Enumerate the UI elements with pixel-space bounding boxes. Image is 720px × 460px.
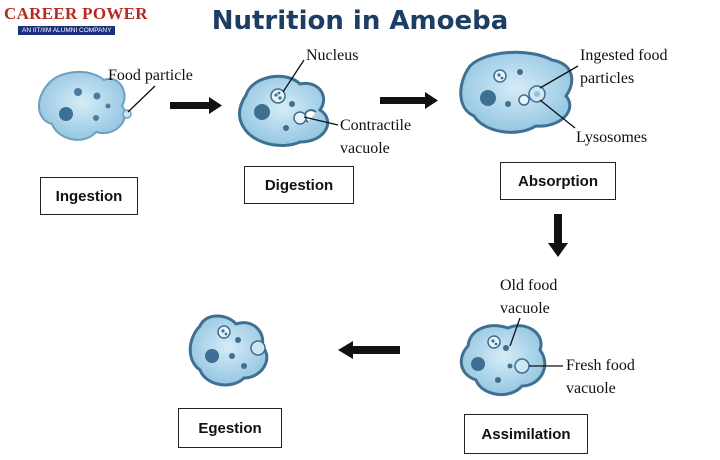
contractile-vacuole-shape (293, 111, 307, 125)
stage-absorption: Absorption (500, 162, 616, 200)
food-particle-dot (122, 109, 132, 119)
nucleus-pointer (282, 59, 305, 93)
assimilation-cell (459, 324, 547, 396)
egestion-cell (188, 314, 269, 387)
old-food-vacuole-pointer (509, 317, 521, 347)
label-old-food-vacuole-line1: Old food (500, 277, 558, 294)
stage-assimilation: Assimilation (464, 414, 588, 454)
label-contractile-vacuole: Contractile vacuole (340, 114, 411, 160)
contractile-vacuole-pointer (303, 116, 339, 126)
label-ingested-food-line2: particles (580, 70, 635, 87)
label-contractile-vacuole-line2: vacuole (340, 140, 390, 157)
label-fresh-food-vacuole-line2: vacuole (566, 380, 616, 397)
label-fresh-food-vacuole-line1: Fresh food (566, 357, 635, 374)
label-ingested-food: Ingested food particles (580, 44, 668, 90)
page-title: Nutrition in Amoeba (211, 6, 509, 36)
brand-logo: CAREER POWER AN IIT/IIM ALUMNI COMPANY (4, 4, 154, 38)
arrow-digestion-to-absorption (380, 92, 438, 109)
arrow-absorption-to-assimilation (548, 214, 568, 257)
label-nucleus: Nucleus (306, 47, 359, 64)
brand-name: CAREER POWER (4, 4, 148, 23)
label-contractile-vacuole-line1: Contractile (340, 117, 412, 134)
food-particle-pointer (127, 85, 156, 113)
digestion-cell (238, 74, 330, 147)
absorption-cell (459, 50, 574, 134)
egested-food-shape (250, 340, 266, 356)
arrow-ingestion-to-digestion (170, 97, 222, 114)
fresh-food-vacuole-shape (514, 358, 530, 374)
label-lysosomes: Lysosomes (576, 129, 648, 146)
ingestion-cell (38, 71, 132, 141)
lysosomes-pointer (539, 99, 576, 129)
nucleus-shape (270, 88, 286, 104)
arrow-assimilation-to-egestion (338, 341, 400, 359)
label-food-particle: Food particle (108, 67, 193, 84)
label-old-food-vacuole-line2: vacuole (500, 300, 550, 317)
stage-egestion: Egestion (178, 408, 282, 448)
ingested-food-pointer (539, 65, 579, 89)
stage-digestion: Digestion (244, 166, 354, 204)
brand-tagline: AN IIT/IIM ALUMNI COMPANY (18, 26, 116, 35)
stage-ingestion: Ingestion (40, 177, 138, 215)
label-fresh-food-vacuole: Fresh food vacuole (566, 354, 635, 400)
label-old-food-vacuole: Old food vacuole (500, 274, 557, 320)
label-ingested-food-line1: Ingested food (580, 47, 668, 64)
